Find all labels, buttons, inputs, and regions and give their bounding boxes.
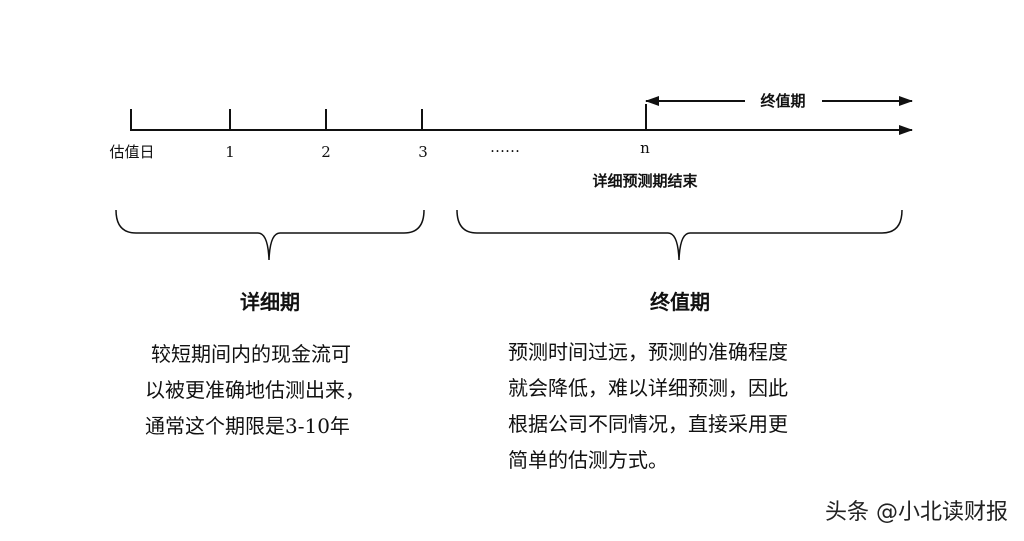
terminal-period-label: 终值期 — [760, 92, 805, 110]
description-line: 以被更准确地估测出来， — [145, 378, 365, 402]
tick-label-3: 3 — [418, 143, 428, 161]
terminal-period-brace — [456, 209, 903, 261]
tick-label-valuation-date: 估值日 — [109, 143, 154, 161]
description-line: 根据公司不同情况，直接采用更 — [508, 412, 788, 436]
detailed-period-title: 详细期 — [240, 290, 300, 314]
description-line: 较短期间内的现金流可 — [151, 342, 351, 366]
description-line: 就会降低，难以详细预测，因此 — [508, 376, 788, 400]
terminal-period-description: 预测时间过远，预测的准确程度 就会降低，难以详细预测，因此 根据公司不同情况，直… — [508, 334, 788, 478]
tick-label-1: 1 — [225, 143, 235, 161]
description-line: 简单的估测方式。 — [508, 448, 668, 472]
tick-label-ellipsis: …… — [490, 138, 520, 156]
tick-label-2: 2 — [321, 143, 331, 161]
tick-label-n: n — [640, 139, 650, 157]
description-line: 通常这个期限是3-10年 — [145, 414, 350, 438]
detailed-period-brace — [115, 209, 425, 261]
terminal-period-title: 终值期 — [650, 290, 710, 314]
detailed-period-description: 较短期间内的现金流可 以被更准确地估测出来， 通常这个期限是3-10年 — [145, 336, 365, 444]
watermark: 头条 @小北读财报 — [825, 500, 1008, 525]
forecast-end-label: 详细预测期结束 — [592, 172, 698, 190]
description-line: 预测时间过远，预测的准确程度 — [508, 340, 788, 364]
